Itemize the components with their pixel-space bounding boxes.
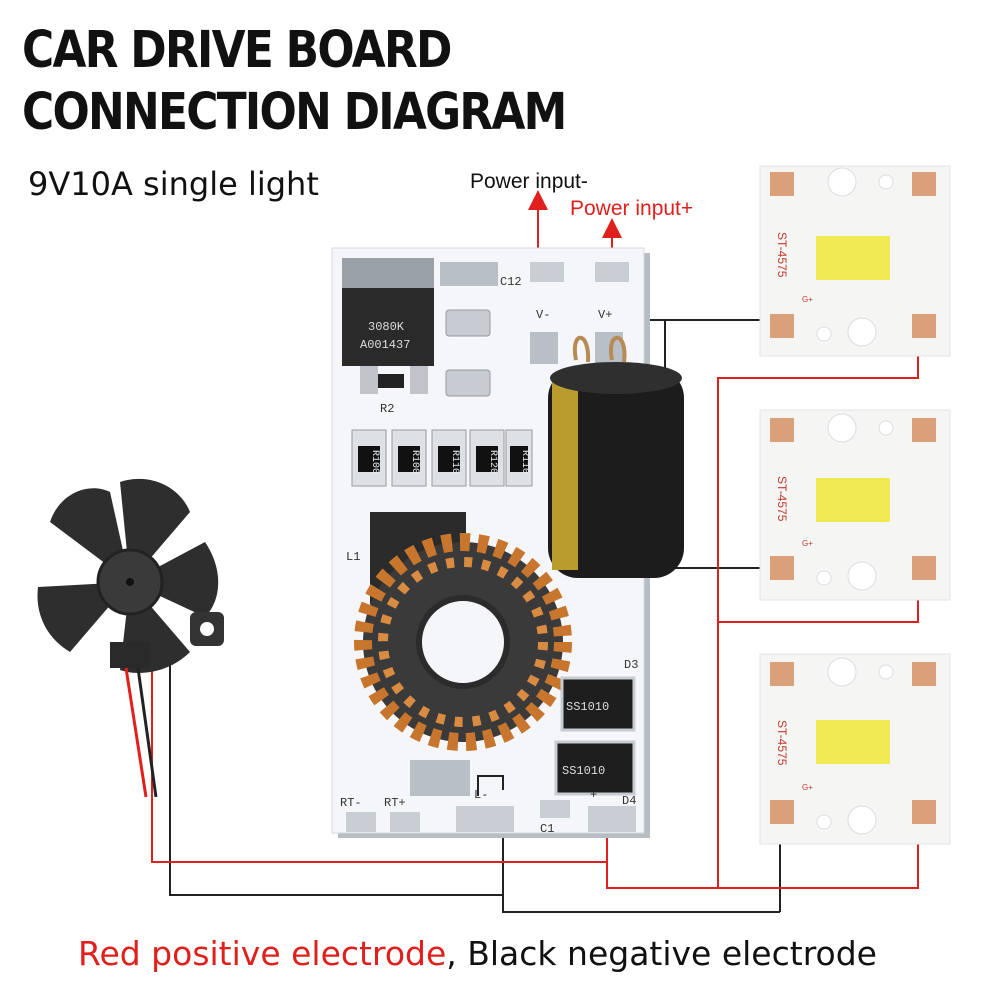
positive-legend: Red positive electrode bbox=[78, 934, 447, 973]
svg-text:G+: G+ bbox=[802, 539, 813, 548]
svg-text:RT+: RT+ bbox=[384, 796, 406, 810]
svg-text:G+: G+ bbox=[802, 295, 813, 304]
svg-text:R2: R2 bbox=[380, 402, 394, 416]
page-title: CAR DRIVE BOARD CONNECTION DIAGRAM bbox=[22, 20, 567, 144]
resistor-label: R110 bbox=[449, 450, 460, 474]
svg-text:A001437: A001437 bbox=[360, 338, 410, 352]
svg-text:C12: C12 bbox=[500, 275, 522, 289]
led-module-2: ST-4575 G+ bbox=[759, 409, 951, 601]
svg-text:+: + bbox=[590, 788, 597, 802]
negative-legend: Black negative electrode bbox=[467, 934, 877, 973]
svg-text:V+: V+ bbox=[598, 308, 612, 322]
resistor-label: R120 bbox=[487, 450, 498, 474]
electrolytic-capacitor bbox=[548, 335, 684, 578]
svg-text:3080K: 3080K bbox=[368, 320, 405, 334]
svg-text:D4: D4 bbox=[622, 794, 636, 808]
svg-text:L1: L1 bbox=[346, 550, 360, 564]
svg-text:D3: D3 bbox=[624, 658, 638, 672]
title-line-2: CONNECTION DIAGRAM bbox=[22, 83, 567, 142]
title-line-1: CAR DRIVE BOARD bbox=[22, 21, 452, 80]
svg-text:ST-4575: ST-4575 bbox=[775, 232, 789, 278]
svg-text:SS1010: SS1010 bbox=[566, 700, 609, 714]
power-input-plus-label: Power input+ bbox=[570, 197, 694, 220]
svg-text:G+: G+ bbox=[802, 783, 813, 792]
power-input-minus-label: Power input- bbox=[470, 170, 588, 193]
driver-board: 3080K A001437 R2 C12 V- V+ bbox=[331, 247, 684, 838]
svg-text:ST-4575: ST-4575 bbox=[775, 720, 789, 766]
resistor-label: R100 bbox=[369, 450, 380, 474]
resistor-row bbox=[351, 429, 533, 487]
cooling-fan bbox=[37, 478, 224, 798]
polarity-legend: Red positive electrode, Black negative e… bbox=[78, 934, 877, 973]
resistor-label: R100 bbox=[409, 450, 420, 474]
resistor-label: R110 bbox=[519, 450, 530, 474]
diodes: SS1010 SS1010 D3 D4 bbox=[554, 658, 638, 808]
svg-text:L-: L- bbox=[474, 788, 488, 802]
svg-text:ST-4575: ST-4575 bbox=[775, 476, 789, 522]
subtitle: 9V10A single light bbox=[28, 165, 319, 203]
led-module-3: ST-4575 G+ bbox=[759, 653, 951, 845]
toroid-inductor: L1 bbox=[346, 512, 572, 751]
svg-text:SS1010: SS1010 bbox=[562, 764, 605, 778]
svg-text:V-: V- bbox=[536, 308, 550, 322]
svg-text:RT-: RT- bbox=[340, 796, 362, 810]
mosfet bbox=[342, 288, 434, 366]
legend-separator: , bbox=[446, 934, 468, 973]
led-module-1: ST-4575 G+ bbox=[759, 165, 951, 357]
svg-text:C1: C1 bbox=[540, 822, 554, 836]
